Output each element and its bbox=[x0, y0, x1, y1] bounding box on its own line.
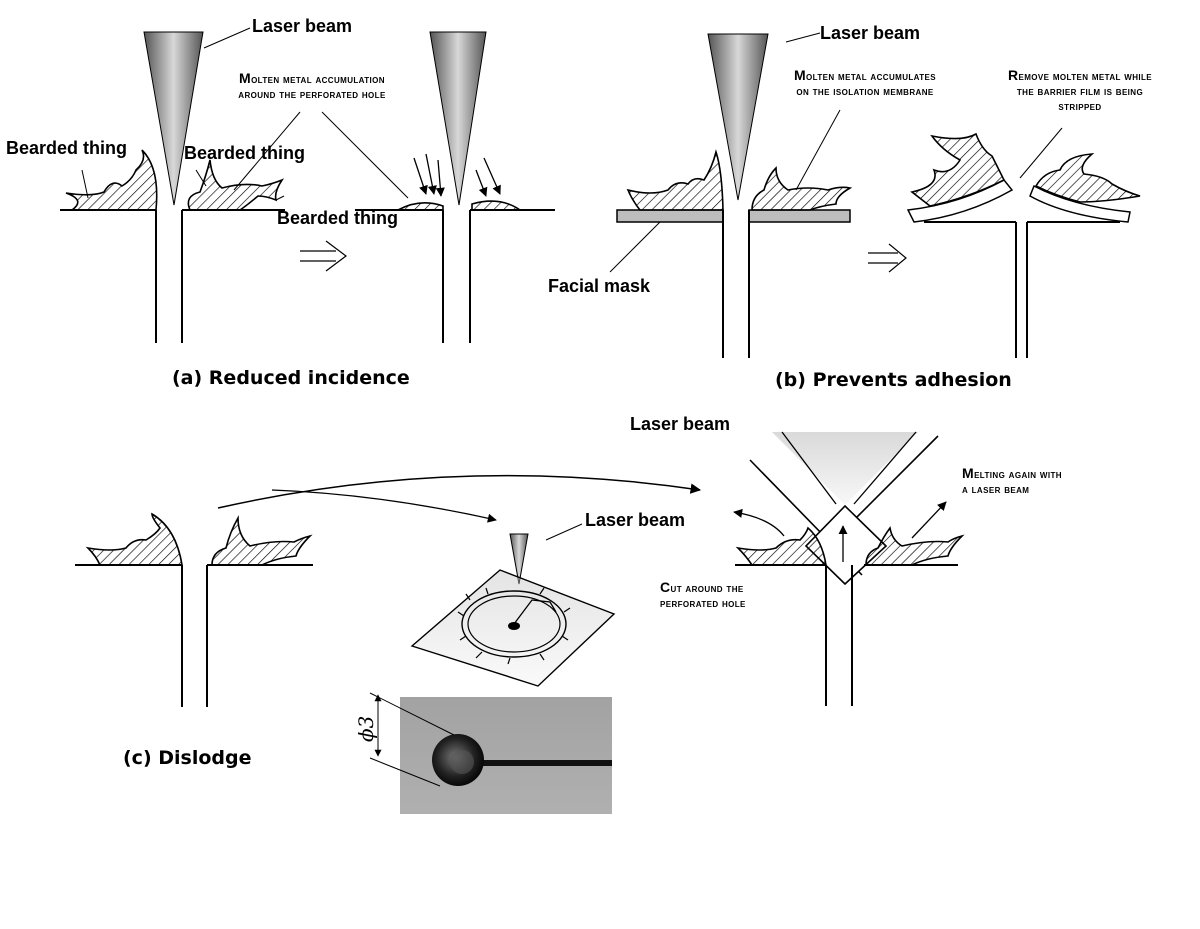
leader-line bbox=[233, 111, 301, 191]
label-diameter: ϕ3 bbox=[354, 715, 378, 742]
molten-metal bbox=[471, 200, 523, 211]
dross-burr bbox=[85, 512, 183, 566]
dimension-line bbox=[369, 692, 455, 736]
leader-line bbox=[203, 27, 251, 49]
label-bearded-thing: Bearded thing bbox=[184, 143, 306, 163]
label-laser-beam: Laser beam bbox=[820, 23, 921, 43]
cut-path bbox=[513, 599, 557, 625]
panel-b-after bbox=[906, 127, 1141, 358]
panel-a-after bbox=[355, 31, 555, 343]
dross-burr bbox=[211, 514, 313, 566]
process-arrow bbox=[300, 240, 347, 272]
label-bearded-thing: Bearded thing bbox=[277, 208, 399, 228]
label-line: stripped bbox=[1058, 101, 1102, 113]
flow-arrow bbox=[271, 489, 497, 523]
flow-arrow bbox=[217, 474, 702, 509]
caption-c: (c) Dislodge bbox=[123, 747, 252, 769]
hole bbox=[508, 622, 520, 630]
dross-burr bbox=[735, 526, 827, 566]
label-laser-beam: Laser beam bbox=[585, 510, 686, 530]
label-line: a laser beam bbox=[962, 484, 1030, 496]
caption-b: (b) Prevents adhesion bbox=[775, 369, 1012, 391]
label-molten-membrane: Molten metal accumulates on the isolatio… bbox=[770, 68, 960, 100]
panel-c-after bbox=[733, 431, 965, 706]
label-line: Molten metal accumulates bbox=[793, 67, 937, 84]
panel-c-before bbox=[75, 474, 702, 707]
ejection-arrow bbox=[911, 501, 947, 539]
leader-line bbox=[795, 109, 841, 191]
laser-beam-edge bbox=[781, 431, 837, 505]
result-photo bbox=[369, 692, 612, 814]
label-molten-accumulation: Molten metal accumulation around the per… bbox=[212, 71, 412, 103]
dross-burr bbox=[65, 149, 158, 211]
label-line: Cut around the bbox=[660, 579, 744, 596]
label-line: Molten metal accumulation bbox=[239, 70, 385, 87]
label-remove-molten: Remove molten metal while the barrier fi… bbox=[982, 68, 1178, 115]
dross-burr bbox=[187, 159, 285, 211]
molten-metal bbox=[397, 202, 444, 211]
label-bearded-thing: Bearded thing bbox=[6, 138, 128, 158]
dross-burr bbox=[626, 149, 724, 211]
laser-beam-cone bbox=[143, 31, 204, 206]
dross-burr bbox=[751, 166, 853, 211]
peeled-membrane bbox=[1029, 184, 1131, 223]
ejection-arrow bbox=[733, 508, 785, 537]
laser-beam-cone bbox=[429, 31, 487, 206]
leader-line bbox=[321, 111, 409, 199]
process-arrow bbox=[868, 243, 907, 273]
label-line: Remove molten metal while bbox=[1007, 67, 1153, 84]
leader-line bbox=[609, 221, 661, 273]
label-laser-beam: Laser beam bbox=[630, 414, 731, 434]
label-line: around the perforated hole bbox=[238, 89, 386, 101]
caption-a: (a) Reduced incidence bbox=[172, 367, 410, 389]
leader-line bbox=[785, 32, 821, 43]
label-line: Melting again with bbox=[962, 465, 1062, 482]
isolation-membrane bbox=[616, 209, 724, 223]
leader-line bbox=[81, 169, 89, 199]
label-facial-mask: Facial mask bbox=[548, 276, 651, 296]
leader-line bbox=[545, 523, 583, 541]
leader-line bbox=[195, 169, 207, 187]
label-laser-beam: Laser beam bbox=[252, 16, 353, 36]
label-melting-again: Melting again with a laser beam bbox=[962, 466, 1062, 498]
laser-beam-edge bbox=[853, 431, 917, 505]
panel-b-before bbox=[609, 32, 853, 358]
leader-line bbox=[1019, 127, 1063, 179]
label-line: the barrier film is being bbox=[1016, 86, 1144, 98]
dross-burr bbox=[910, 132, 1006, 207]
dross-burr bbox=[865, 526, 965, 566]
cut-ring bbox=[461, 590, 567, 658]
cut-ring bbox=[467, 595, 561, 653]
panel-c-cutting bbox=[410, 523, 616, 687]
label-cut-around: Cut around the perforated hole bbox=[660, 580, 746, 612]
laser-beam-cone bbox=[509, 533, 529, 585]
dross-burr bbox=[1034, 153, 1141, 203]
leader-line bbox=[275, 195, 285, 201]
isolation-membrane bbox=[748, 209, 851, 223]
label-line: perforated hole bbox=[660, 598, 746, 610]
laser-beam-cone bbox=[772, 432, 918, 505]
laser-beam-cone bbox=[707, 33, 769, 201]
panel-a-before bbox=[60, 27, 409, 343]
burr-spikes bbox=[457, 587, 571, 665]
dimension-line bbox=[369, 757, 441, 787]
label-line: on the isolation membrane bbox=[796, 86, 934, 98]
